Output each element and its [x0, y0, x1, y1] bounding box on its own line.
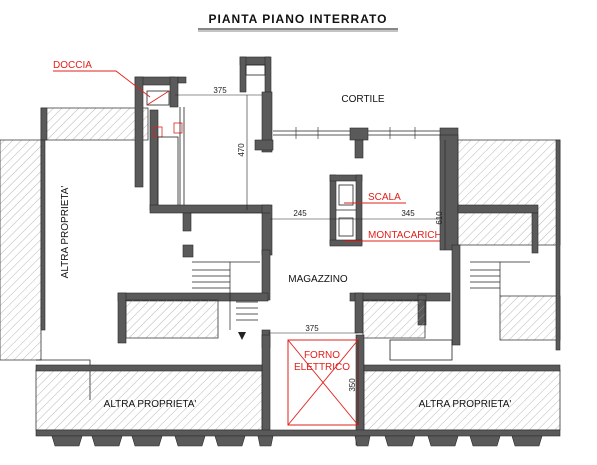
doccia-label: DOCCIA — [53, 60, 92, 71]
altra-proprieta-left: ALTRA PROPRIETA' — [60, 186, 71, 279]
dimension-lines — [175, 94, 446, 425]
magazzino-label: MAGAZZINO — [288, 274, 348, 285]
dim-top-width: 375 — [213, 86, 227, 95]
forno-label-line1: FORNO — [304, 350, 340, 361]
right-neighbor-area — [457, 139, 561, 351]
dim-bottom-width: 375 — [305, 324, 319, 333]
left-neighbor-area — [0, 107, 149, 400]
hatched-block-left — [125, 299, 219, 339]
forno-label-line2: ELETTRICO — [294, 362, 350, 373]
scala-label: SCALA — [368, 192, 401, 203]
top-room — [149, 56, 274, 256]
cortile-area — [273, 127, 459, 159]
cortile-label: CORTILE — [341, 94, 384, 105]
doccia-leader — [100, 70, 151, 98]
bottom-right-wall — [363, 364, 561, 372]
stairs-left — [192, 261, 260, 340]
dim-right-height: 610 — [435, 211, 444, 225]
altra-proprieta-bottom-right: ALTRA PROPRIETA' — [419, 399, 512, 410]
right-inner-room — [389, 339, 453, 361]
hatched-block-right-1 — [362, 299, 426, 339]
doccia-room — [134, 76, 185, 211]
scala-core — [329, 174, 363, 247]
plan-title: PIANTA PIANO INTERRATO — [209, 12, 388, 26]
montacarichi-label: MONTACARICHI — [368, 230, 444, 241]
dim-bottom-height: 350 — [348, 378, 357, 392]
dim-top-height: 470 — [237, 143, 246, 157]
bottom-facade — [35, 429, 561, 447]
dim-mid-right: 345 — [401, 209, 415, 218]
altra-proprieta-bottom-left: ALTRA PROPRIETA' — [104, 399, 197, 410]
dim-mid-left: 245 — [293, 209, 307, 218]
hatched-block-right-2 — [499, 295, 561, 341]
bottom-left-wall — [35, 364, 263, 372]
